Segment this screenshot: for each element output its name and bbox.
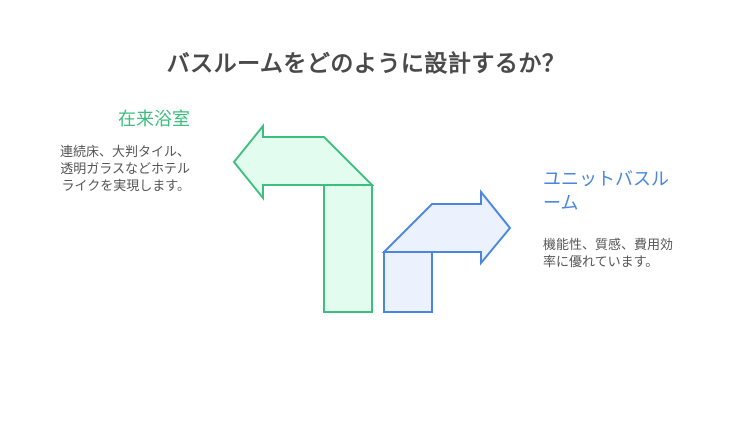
option-description-unit: 機能性、質感、費用効率に優れています。 xyxy=(543,238,674,270)
blue-arrow-right-icon xyxy=(381,189,512,266)
page-title: バスルームをどのように設計するか？ xyxy=(166,51,566,77)
option-label-conventional: 在来浴室 xyxy=(118,109,190,130)
green-arrow-left-icon xyxy=(232,123,375,201)
option-description-conventional: 連続床、大判タイル、透明ガラスなどホテルライクを実現します。 xyxy=(59,145,190,194)
blue-arrow-stem xyxy=(383,251,433,313)
arrow-right-unit xyxy=(381,189,512,313)
green-arrow-stem xyxy=(323,184,373,313)
option-label-unit: ユニットバスルーム xyxy=(543,169,669,214)
arrow-left-conventional xyxy=(232,123,375,313)
